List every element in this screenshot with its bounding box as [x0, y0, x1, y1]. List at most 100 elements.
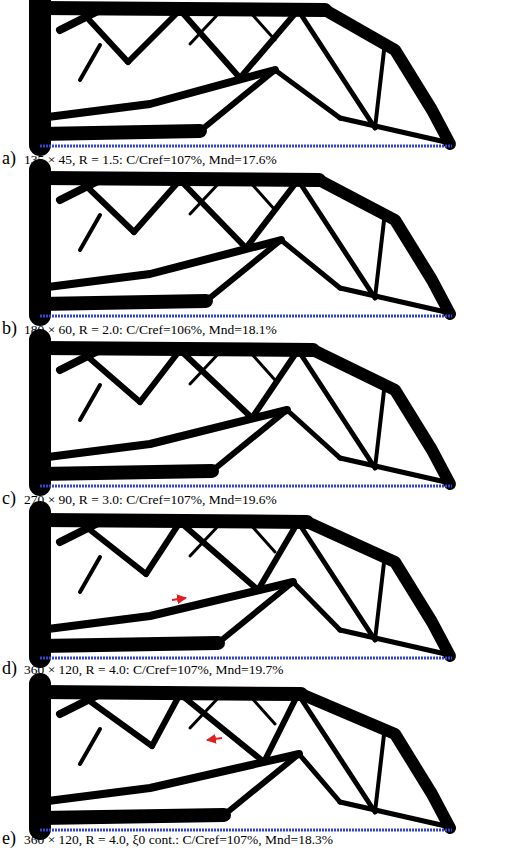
topology-panel	[40, 340, 452, 486]
truss-member	[293, 582, 340, 630]
truss-member	[128, 10, 180, 62]
truss-member	[299, 754, 340, 802]
truss-member	[40, 131, 200, 134]
truss-member	[375, 42, 385, 128]
panel-caption: 180 × 60, R = 2.0: C/Cref=106%, Mnd=18.1…	[24, 323, 277, 338]
pointer-arrow	[172, 598, 186, 600]
panel-caption: 360 × 120, R = 4.0: C/Cref=107%, Mnd=19.…	[24, 663, 284, 678]
design-domain	[40, 512, 452, 658]
truss-member	[298, 350, 375, 468]
truss-member	[80, 385, 100, 420]
panel-letter: c)	[2, 489, 16, 509]
truss-member	[319, 180, 450, 314]
topology-panel	[40, 170, 452, 316]
truss-member	[80, 729, 100, 764]
support-line	[40, 485, 452, 488]
truss-member	[80, 45, 100, 80]
truss-member	[40, 301, 206, 304]
design-domain	[40, 170, 452, 316]
panel-letter: a)	[2, 149, 16, 169]
truss-member	[301, 694, 450, 828]
truss-member	[146, 522, 180, 574]
truss-member	[298, 522, 375, 640]
truss-member	[375, 212, 385, 298]
panel-caption: 270 × 90, R = 3.0: C/Cref=107%, Mnd=19.6…	[24, 493, 277, 508]
truss-member	[60, 694, 100, 714]
truss-member	[29, 684, 51, 829]
truss-member	[80, 215, 100, 250]
truss-member	[298, 694, 375, 812]
truss-member	[60, 522, 100, 542]
truss-member	[200, 70, 275, 131]
truss-member	[340, 458, 450, 483]
truss-member	[40, 643, 218, 646]
truss-member	[190, 696, 220, 728]
truss-member	[298, 180, 375, 298]
truss-member	[152, 694, 180, 746]
topology-panel	[40, 684, 452, 830]
truss-member	[212, 410, 287, 471]
topology-panel	[40, 512, 452, 658]
truss-member	[375, 726, 385, 812]
truss-member	[60, 180, 100, 200]
truss-member	[134, 180, 180, 232]
truss-member	[313, 350, 450, 484]
truss-member	[298, 10, 375, 128]
truss-member	[340, 802, 450, 827]
panel-caption: 135 × 45, R = 1.5: C/Cref=107%, Mnd=17.6…	[24, 153, 277, 168]
truss-member	[80, 557, 100, 592]
truss-member	[224, 754, 299, 815]
panel-caption: 360 × 120, R = 4.0, ξ0 cont.: C/Cref=107…	[24, 833, 333, 848]
truss-member	[180, 694, 264, 762]
truss-member	[281, 240, 340, 288]
truss-member	[180, 180, 246, 248]
topology-panel	[40, 0, 452, 146]
truss-member	[140, 350, 180, 402]
support-line	[40, 145, 452, 148]
truss-member	[340, 630, 450, 655]
truss-member	[275, 70, 340, 118]
truss-member	[340, 288, 450, 313]
truss-member	[250, 182, 275, 210]
truss-member	[180, 350, 252, 418]
support-line	[40, 829, 452, 832]
truss-member	[40, 815, 224, 818]
support-line	[40, 315, 452, 318]
truss-member	[60, 10, 100, 30]
truss-member	[180, 522, 258, 590]
truss-member	[375, 554, 385, 640]
truss-member	[180, 10, 240, 78]
truss-member	[29, 512, 51, 657]
truss-member	[340, 118, 450, 143]
truss-member	[250, 524, 275, 552]
panel-letter: d)	[2, 659, 17, 679]
truss-member	[29, 0, 51, 145]
panel-letter: e)	[2, 829, 16, 849]
truss-member	[29, 170, 51, 315]
truss-member	[29, 340, 51, 485]
truss-member	[218, 582, 293, 643]
truss-member	[287, 410, 340, 458]
truss-member	[190, 524, 220, 556]
truss-member	[60, 350, 100, 370]
support-line	[40, 657, 452, 660]
truss-member	[206, 240, 281, 301]
truss-member	[190, 182, 220, 214]
panel-letter: b)	[2, 319, 17, 339]
design-domain	[40, 340, 452, 486]
truss-member	[246, 180, 298, 248]
truss-member	[250, 352, 275, 380]
truss-member	[264, 694, 298, 762]
design-domain	[40, 0, 452, 146]
truss-member	[190, 352, 220, 384]
design-domain	[40, 684, 452, 830]
truss-member	[250, 12, 275, 40]
truss-member	[307, 522, 450, 656]
pointer-arrow	[207, 738, 222, 740]
truss-member	[40, 471, 212, 474]
truss-member	[240, 10, 298, 78]
truss-member	[375, 382, 385, 468]
truss-member	[250, 696, 275, 724]
truss-member	[190, 12, 220, 44]
